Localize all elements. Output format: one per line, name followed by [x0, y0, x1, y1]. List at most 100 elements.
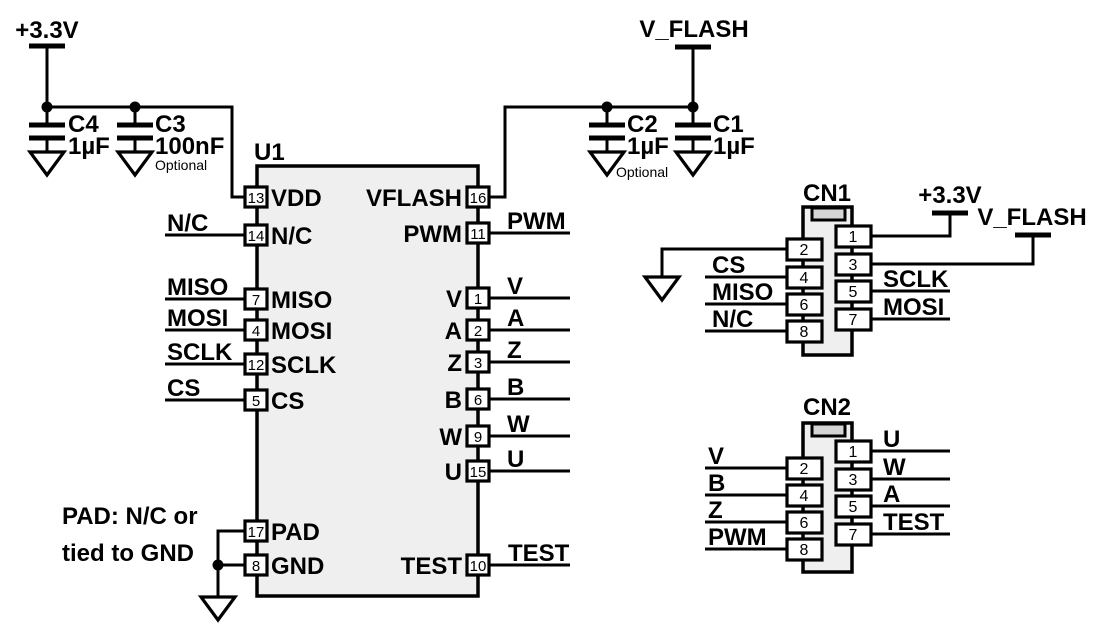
pin-box: [243, 352, 269, 376]
pin-number: 5: [849, 499, 858, 516]
c2-ref: C2: [627, 111, 658, 138]
pin-number: 8: [800, 542, 809, 559]
u1-pin-miso: 7 MISO MISO: [165, 274, 332, 314]
u1-pin-vdd: 13 VDD: [243, 185, 322, 212]
pin-box: [785, 537, 824, 562]
net-label-pwm: PWM: [708, 524, 767, 551]
net-label-mosi: MOSI: [883, 294, 944, 321]
pin-number: 7: [252, 292, 260, 309]
net-label-test: TEST: [883, 509, 945, 536]
net-label-miso: MISO: [712, 279, 773, 306]
net-label-v: V: [507, 273, 523, 300]
pin-number: 3: [849, 472, 858, 489]
cn1-pin-8: 8 N/C: [705, 306, 824, 344]
cn1-pin-5: 5 SCLK: [834, 266, 950, 304]
pin-name: TEST: [401, 553, 463, 580]
pin-number: 5: [849, 284, 858, 301]
pin-name: V: [446, 286, 462, 313]
pin-number: 4: [800, 488, 809, 505]
u1-pin-mosi: 4 MOSI MOSI: [165, 305, 332, 345]
pin-box: [785, 292, 824, 317]
pin-name: W: [439, 424, 462, 451]
pin-name: SCLK: [271, 352, 337, 379]
u1-pin-a: 2 A A: [445, 305, 570, 345]
pin-number: 14: [248, 228, 265, 245]
pin-number: 17: [248, 524, 265, 541]
c2-value: 1µF: [627, 133, 669, 160]
pin-number: 16: [470, 190, 487, 207]
pin-name: B: [445, 387, 462, 414]
u1-pin-gnd: 8 GND: [243, 553, 324, 580]
c2-note: Optional: [616, 164, 668, 180]
pin-box: [465, 424, 491, 448]
pin-box: [243, 185, 269, 209]
u1-pin-nc: 14 N/C N/C: [165, 210, 312, 250]
net-label-cs: CS: [712, 252, 745, 279]
pin-number: 9: [474, 429, 482, 446]
wire-vflash-rail: [489, 47, 695, 199]
c3-value: 100nF: [155, 133, 224, 160]
pad-note-line2: tied to GND: [62, 540, 194, 567]
net-label-a: A: [507, 305, 524, 332]
pin-number: 3: [474, 355, 482, 372]
cn2-pin-3: 3 W: [834, 454, 950, 492]
pin-number: 3: [849, 257, 858, 274]
cn2-pin-2: 2 V: [705, 443, 824, 481]
pin-box: [465, 350, 491, 374]
cn2-pin-4: 4 B: [705, 470, 824, 508]
pin-name: VDD: [271, 185, 322, 212]
label-3v3-main: +3.3V: [15, 17, 78, 44]
pin-number: 2: [800, 242, 809, 259]
cn1-notch: [810, 206, 847, 222]
pin-name: MISO: [271, 287, 332, 314]
pin-name: GND: [271, 553, 324, 580]
ground-icon: [114, 150, 156, 178]
pin-number: 11: [470, 226, 486, 243]
net-label-z: Z: [708, 497, 723, 524]
pin-number: 1: [849, 444, 858, 461]
pin-box: [785, 265, 824, 290]
connector-cn2: CN2 1 U 3 W 5 A 7 TEST: [705, 394, 950, 574]
pin-box: [465, 387, 491, 411]
u1-pin-test: 10 TEST TEST: [401, 540, 570, 580]
net-vflash-main: V_FLASH: [489, 16, 749, 199]
u1-pin-pwm: 11 PWM PWM: [403, 208, 570, 248]
net-label-w: W: [883, 454, 906, 481]
pin-name: CS: [271, 388, 304, 415]
net-label-a: A: [883, 481, 900, 508]
connector-cn1: CN1 +3.3V 1 V_FLASH 3 5 SCLK 7: [641, 180, 1087, 357]
pin-box: [785, 483, 824, 508]
cn2-pin-7: 7 TEST: [834, 509, 950, 547]
pin-number: 8: [252, 558, 260, 575]
pin-number: 4: [800, 270, 809, 287]
cn2-pin-8: 8 PWM: [705, 524, 824, 562]
net-label-nc: N/C: [167, 210, 208, 237]
cn2-pin-5: 5 A: [834, 481, 950, 519]
cn2-pin-6: 6 Z: [705, 497, 824, 535]
ground-icon: [26, 150, 68, 178]
c1-ref: C1: [713, 111, 744, 138]
pin-name: PWM: [403, 221, 462, 248]
cn1-pin-6: 6 MISO: [705, 279, 824, 317]
u1-pin-w: 9 W W: [439, 411, 570, 451]
net-label-u: U: [883, 426, 900, 453]
net-label-sclk: SCLK: [167, 339, 233, 366]
pin-number: 12: [248, 357, 265, 374]
net-label-sclk: SCLK: [883, 266, 949, 293]
cn1-pin-1: +3.3V 1: [834, 182, 982, 249]
pin-number: 6: [800, 515, 809, 532]
c4-value: 1µF: [68, 133, 110, 160]
pin-number: 7: [849, 312, 858, 329]
pin-box: [834, 224, 873, 249]
net-label-nc: N/C: [712, 306, 753, 333]
pin-box: [243, 223, 269, 247]
label-cn1-vflash: V_FLASH: [977, 204, 1086, 231]
wire-3v3-rail: [45, 46, 245, 199]
pin-box: [834, 522, 873, 547]
pin-box: [243, 318, 269, 342]
pin-number: 1: [474, 291, 482, 308]
pin-box: [243, 287, 269, 311]
net-label-z: Z: [507, 337, 522, 364]
